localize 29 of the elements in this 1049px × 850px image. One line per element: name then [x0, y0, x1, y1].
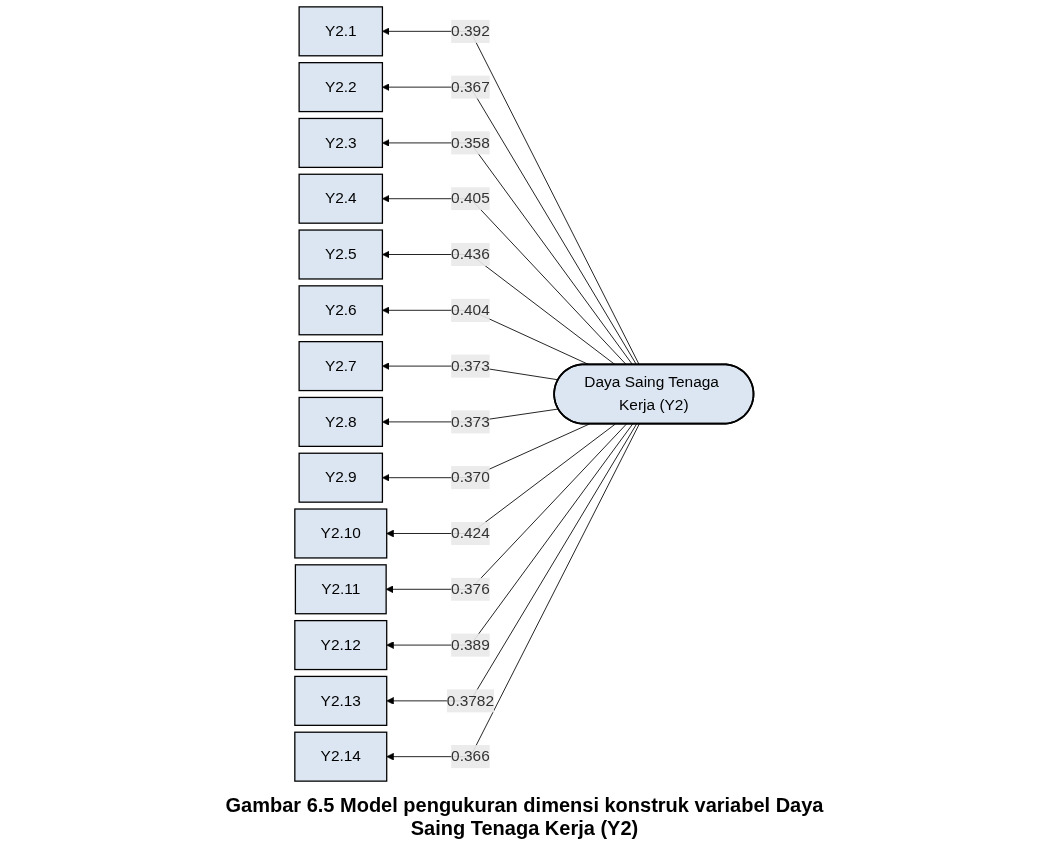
node-box: Y2.13: [294, 675, 388, 726]
edge-label: 0.424: [451, 524, 491, 542]
edge-label: 0.405: [451, 189, 491, 207]
edge-label: 0.366: [451, 747, 491, 765]
edge-label: 0.367: [451, 78, 491, 96]
node-box: Y2.12: [294, 619, 388, 671]
edge-label: 0.358: [451, 133, 491, 152]
node-box: Y2.11: [295, 564, 388, 615]
edge-label: 0.389: [451, 636, 491, 654]
node-box: Y2.7: [298, 341, 384, 392]
edge-label: 0.436: [451, 245, 491, 263]
edge-label: 0.376: [451, 580, 491, 598]
edge-label: 0.3782: [447, 691, 495, 710]
node-box: Y2.5: [298, 229, 384, 280]
edge-label: 0.370: [451, 468, 491, 486]
node-box: Y2.8: [298, 396, 384, 447]
node-box: Y2.4: [298, 173, 384, 224]
edge-label: 0.404: [451, 301, 491, 319]
node-box: Y2.14: [294, 731, 388, 782]
figure-caption: Gambar 6.5 Model pengukuran dimensi konstruk variabel Daya Saing Tenaga Kerja (Y2): [224, 794, 825, 840]
edge-label: 0.373: [451, 357, 491, 375]
edge-label: 0.373: [451, 412, 491, 431]
node-box: Y2.9: [298, 452, 384, 503]
node-box: Y2.3: [298, 117, 384, 169]
node-box: Y2.6: [298, 285, 384, 336]
edge-label: 0.392: [451, 22, 491, 40]
node-box: Y2.2: [298, 62, 384, 113]
node-box: Y2.1: [298, 6, 384, 57]
node-box: Y2.10: [294, 508, 388, 559]
